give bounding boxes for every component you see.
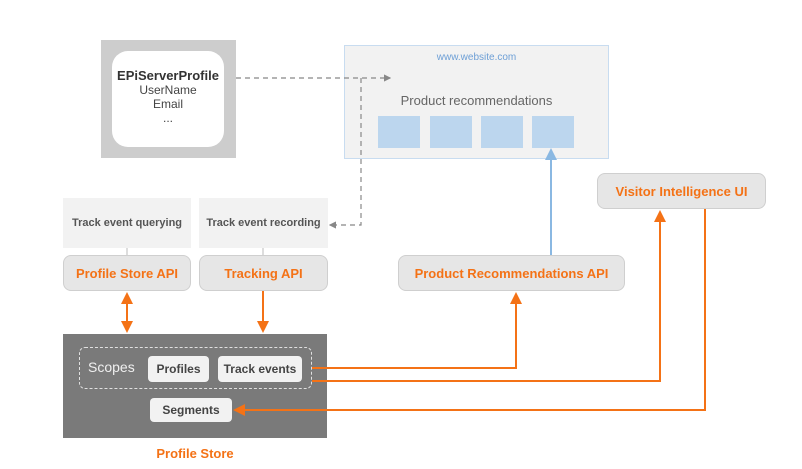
visitor-intelligence-ui-label: Visitor Intelligence UI — [615, 183, 748, 199]
tracking-api-box: Tracking API — [199, 255, 328, 291]
scopes-label: Scopes — [88, 359, 135, 375]
episerver-profile-card: EPiServerProfile UserName Email ... — [112, 51, 224, 147]
scopes-group — [79, 347, 312, 389]
recommendation-tile — [378, 116, 420, 148]
segments-chip: Segments — [150, 398, 232, 422]
visitor-intelligence-ui-box: Visitor Intelligence UI — [597, 173, 766, 209]
profile-field-email: Email — [152, 97, 183, 111]
profiles-chip: Profiles — [148, 356, 209, 382]
recommendation-tile — [481, 116, 523, 148]
recommendation-tile — [532, 116, 574, 148]
track-event-querying-box: Track event querying — [63, 198, 191, 248]
profile-title: EPiServerProfile — [117, 68, 219, 83]
visitor-intelligence-to-segments-arrow — [233, 209, 706, 416]
segments-label: Segments — [162, 403, 220, 417]
track-event-querying-label: Track event querying — [71, 217, 183, 229]
profile-field-username: UserName — [139, 83, 197, 97]
track-event-recording-label: Track event recording — [206, 217, 321, 229]
profiles-label: Profiles — [156, 362, 201, 376]
website-to-tracking-dashed-arrow — [328, 78, 362, 229]
track-events-chip: Track events — [218, 356, 302, 382]
product-recommendations-label: Product recommendations — [400, 93, 553, 108]
track-events-label: Track events — [223, 362, 297, 376]
store-to-visitor-intelligence-arrow — [312, 210, 666, 382]
product-recommendations-api-box: Product Recommendations API — [398, 255, 625, 291]
track-events-to-recommendations-arrow — [312, 292, 522, 369]
recommendation-tile — [430, 116, 472, 148]
track-event-recording-box: Track event recording — [199, 198, 328, 248]
website-url: www.website.com — [436, 52, 517, 63]
profile-store-api-box: Profile Store API — [63, 255, 191, 291]
profile-store-api-label: Profile Store API — [75, 265, 179, 281]
tracking-api-label: Tracking API — [224, 265, 303, 281]
profile-field-more: ... — [162, 111, 173, 125]
profile-store-title: Profile Store — [156, 446, 234, 461]
product-recommendations-api-label: Product Recommendations API — [414, 265, 609, 281]
